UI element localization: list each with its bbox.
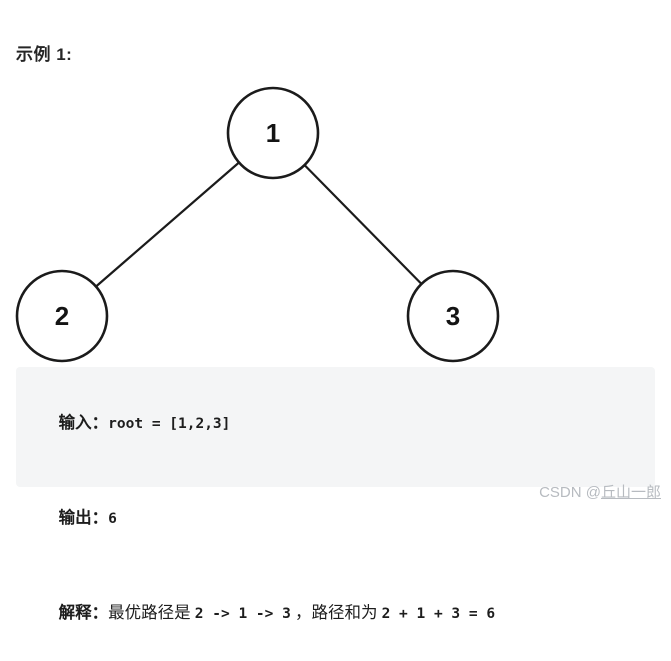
output-label: 输出： bbox=[58, 508, 109, 527]
tree-node-value-root: 1 bbox=[266, 118, 280, 148]
explanation-label: 解释： bbox=[58, 603, 109, 622]
csdn-watermark: CSDN @丘山一郎 bbox=[522, 464, 661, 519]
edge-root-left bbox=[61, 132, 274, 317]
tree-node-circle-left bbox=[15, 269, 109, 363]
explanation-sum-code: 2 + 1 + 3 = 6 bbox=[381, 606, 496, 622]
input-line: 输入：root = [1,2,3] bbox=[32, 376, 639, 471]
explanation-text-2: ，路径和为 bbox=[290, 603, 382, 622]
binary-tree-diagram: 1 2 3 bbox=[15, 86, 500, 363]
tree-node-value-right: 3 bbox=[446, 301, 460, 331]
tree-nodes: 1 2 3 bbox=[15, 86, 500, 363]
explanation-text-1: 最优路径是 bbox=[108, 603, 195, 622]
explanation-line: 解释：最优路径是 2 -> 1 -> 3 ，路径和为 2 + 1 + 3 = 6 bbox=[32, 566, 639, 661]
tree-node-circle-right bbox=[406, 269, 500, 363]
explanation-path-code: 2 -> 1 -> 3 bbox=[194, 606, 291, 622]
tree-node-value-left: 2 bbox=[55, 301, 69, 331]
example-title: 示例 1: bbox=[16, 45, 73, 64]
input-code: root = [1,2,3] bbox=[108, 416, 231, 432]
watermark-author-link[interactable]: 丘山一郎 bbox=[600, 484, 661, 501]
output-code: 6 bbox=[108, 511, 117, 527]
tree-node-circle-root bbox=[226, 86, 320, 180]
input-label: 输入： bbox=[58, 413, 109, 432]
watermark-prefix: CSDN @ bbox=[539, 484, 601, 501]
